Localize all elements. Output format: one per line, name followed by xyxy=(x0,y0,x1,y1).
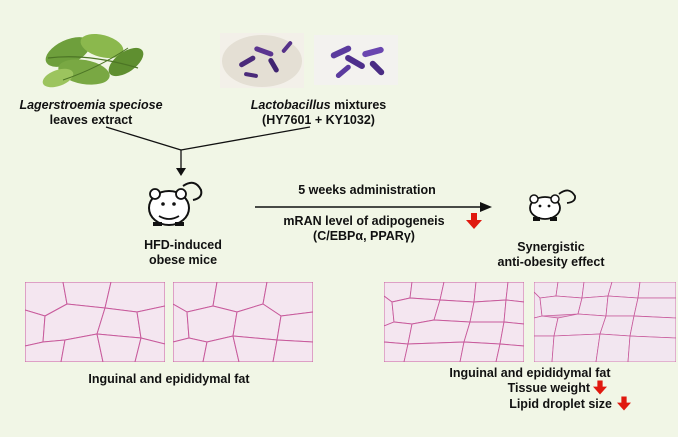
treatment-duration: 5 weeks administration xyxy=(298,183,436,197)
down-arrow-icon xyxy=(593,380,607,395)
lipid-droplet-label: Lipid droplet size xyxy=(509,397,612,411)
model-line1: HFD-induced xyxy=(144,238,222,252)
left-fat-caption: Inguinal and epididymal fat xyxy=(88,372,250,386)
histology-image xyxy=(384,282,524,362)
mrna-line2: (C/EBPα, PPARγ) xyxy=(313,229,415,243)
tissue-weight-label: Tissue weight xyxy=(507,381,590,395)
mrna-line1: mRAN level of adipogeneis xyxy=(283,214,445,228)
down-arrow-icon xyxy=(466,213,482,229)
bacteria-icon xyxy=(314,35,398,85)
histology-image xyxy=(534,282,676,362)
plant-extract-label: Lagerstroemia speciose leaves extract xyxy=(5,98,177,128)
leaf-icon xyxy=(38,28,150,90)
mouse-icon xyxy=(145,180,205,228)
bacteria-strains: (HY7601 + KY1032) xyxy=(262,113,375,127)
down-arrow-icon xyxy=(617,396,631,411)
bacteria-name: Lactobacillus xyxy=(250,98,331,112)
model-line2: obese mice xyxy=(148,253,218,267)
bacteria-suffix: mixtures xyxy=(330,98,387,112)
bacteria-mixture-label: Lactobacillus mixtures (HY7601 + KY1032) xyxy=(216,98,421,128)
outcome-line2: anti-obesity effect xyxy=(497,255,605,269)
outcome-label: Synergistic anti-obesity effect xyxy=(476,240,626,270)
histology-image xyxy=(173,282,313,362)
plant-suffix: leaves extract xyxy=(49,113,133,127)
outcome-line1: Synergistic xyxy=(517,240,585,254)
bacteria-icon xyxy=(220,33,304,88)
model-label: HFD-induced obese mice xyxy=(118,238,248,268)
histology-image xyxy=(25,282,165,362)
plant-name: Lagerstroemia speciose xyxy=(19,98,163,112)
right-fat-caption: Inguinal and epididymal fat xyxy=(449,366,611,380)
mouse-icon xyxy=(525,188,577,222)
